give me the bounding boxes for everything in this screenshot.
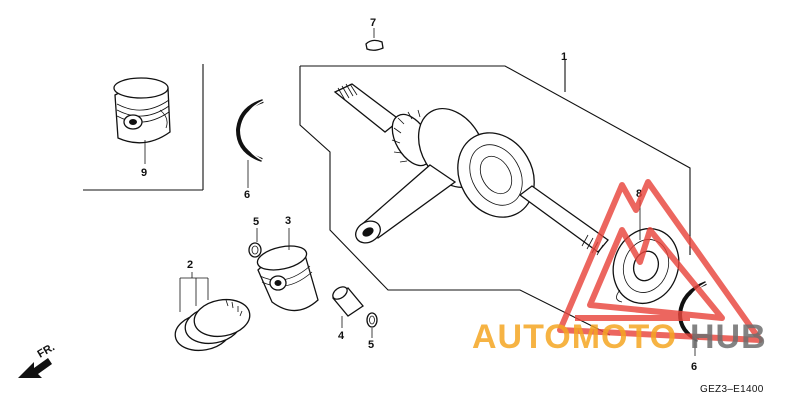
callout-7: 7 xyxy=(370,17,376,29)
callout-6-lower: 6 xyxy=(691,361,697,373)
woodruff-key-illustration xyxy=(365,39,384,51)
callout-1: 1 xyxy=(561,51,567,63)
callout-2: 2 xyxy=(187,259,193,271)
front-direction-arrow xyxy=(18,358,52,378)
callout-5-lower: 5 xyxy=(368,339,374,351)
direction-label: FR. xyxy=(36,341,57,360)
piston-pin-clip-upper-illustration xyxy=(248,242,262,258)
callout-9: 9 xyxy=(141,167,147,179)
callout-8: 8 xyxy=(636,188,642,200)
part-2-leader xyxy=(179,272,209,312)
watermark-triangle xyxy=(557,179,763,343)
watermark-logo xyxy=(557,179,763,343)
piston-rings-illustration xyxy=(174,298,251,352)
crankshaft-kit-outline xyxy=(299,60,691,336)
watermark-text-gray: HUB xyxy=(690,318,767,356)
watermark-text: AUTOMOTO HUB xyxy=(472,318,767,356)
drawing-code: GEZ3–E1400 xyxy=(700,384,764,395)
part-9-frame xyxy=(83,64,204,191)
callout-6-upper: 6 xyxy=(244,189,250,201)
piston-illustration xyxy=(256,245,319,312)
callout-5-upper: 5 xyxy=(253,216,259,228)
callout-3: 3 xyxy=(285,215,291,227)
crankshaft-illustration xyxy=(333,83,609,256)
circlip-upper-illustration xyxy=(235,99,264,162)
piston-pin-clip-lower-illustration xyxy=(366,312,378,328)
piston-assembly-illustration xyxy=(113,77,171,144)
watermark-text-orange: AUTOMOTO xyxy=(472,318,677,356)
callout-4: 4 xyxy=(338,330,345,342)
piston-pin-illustration xyxy=(332,286,364,317)
